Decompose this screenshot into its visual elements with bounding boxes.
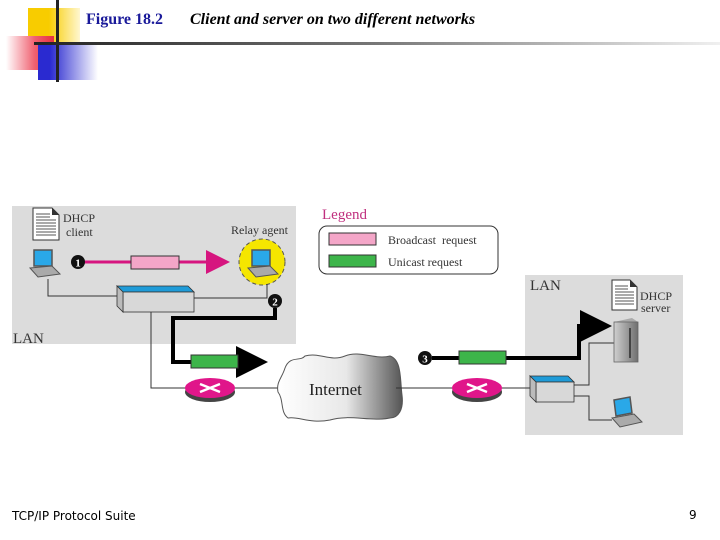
svg-text:1: 1 [75,258,81,270]
unicast-packet-right [458,350,507,365]
decor-vertical-line [56,0,59,82]
network-diagram: LAN LAN DHCP client 1 Relay agent [12,206,683,435]
decor-horizontal-line [34,42,720,45]
legend-swatch-broadcast [328,232,377,246]
legend-label-unicast: Unicast request [388,255,463,269]
right-lan-area [525,275,683,435]
document-icon [32,207,60,241]
right-switch-icon [529,375,575,403]
client-label-line1: DHCP [63,211,95,225]
server-label-line1: DHCP [640,289,672,303]
server-tower-icon [613,318,639,363]
svg-text:3: 3 [422,354,428,366]
figure-caption: Client and server on two different netwo… [190,11,476,28]
unicast-packet-left [190,354,239,369]
step-1-badge: 1 [71,255,85,270]
server-document-icon [611,279,638,311]
internet-label: Internet [309,380,362,399]
footer-text: TCP/IP Protocol Suite [12,509,136,523]
right-lan-wires [574,342,614,421]
relay-laptop-icon [246,249,280,278]
client-label-line2: client [66,225,93,239]
legend-title: Legend [322,207,367,223]
legend-label-broadcast: Broadcast request [388,233,477,247]
unicast-path-right [432,310,612,360]
left-lan-label: LAN [13,331,44,347]
page-number: 9 [689,508,697,522]
server-lan-laptop-icon [611,396,643,428]
left-switch-icon [116,285,195,313]
server-label-line2: server [641,301,670,315]
step-2-badge: 2 [268,294,282,309]
client-laptop-icon [28,249,62,278]
relay-agent-label: Relay agent [231,223,289,237]
svg-text:2: 2 [272,297,278,309]
left-lan-wires [47,279,268,389]
figure-number: Figure 18.2 [86,11,164,28]
right-router-icon [452,378,502,402]
internet-cloud [277,353,403,422]
legend-swatch-unicast [328,254,377,268]
step-3-badge: 3 [418,351,432,366]
broadcast-packet [130,255,180,270]
left-router-icon [185,378,235,402]
right-lan-label: LAN [530,278,561,294]
decor-blue-square [38,44,98,80]
